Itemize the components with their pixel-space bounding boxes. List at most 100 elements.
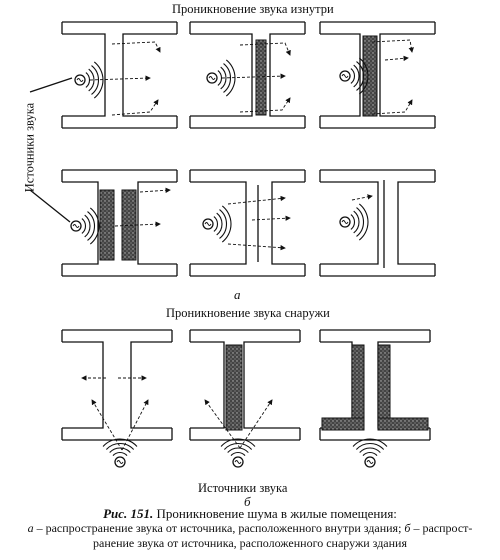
sound-waves-icon [356,207,365,237]
panel-a2 [189,21,306,129]
sound-waves-icon [220,438,256,447]
caption-a-text: – распространение звука от источника, ра… [33,521,405,535]
sound-waves-icon [358,203,369,241]
caption-title: Проникновение шума в жилые помещения: [153,506,397,521]
wall-outline-right [122,33,177,117]
caption-number: Рис. 151. [103,506,154,521]
sound-waves-icon [219,209,228,239]
wall-outline-left [62,33,106,117]
sound-path-arrow-icon [227,243,286,251]
caption-b: б [404,521,411,535]
sound-source-glyph [76,78,84,82]
insulation-layer [121,189,137,261]
sound-waves-icon [223,443,253,450]
sound-path-arrow-icon [121,399,149,451]
sound-waves-icon [87,211,96,241]
insulation-layer [377,344,391,431]
sound-path-arrow-icon [139,187,171,193]
label-sources-bottom: Источники звука [198,481,288,495]
sound-waves-icon [105,443,135,450]
sound-waves-icon [221,205,232,243]
sound-waves-icon [362,452,378,456]
leader-line [29,189,71,223]
wall-outline-left [190,33,253,117]
label-sources-left: Источники звука [22,102,37,193]
wall-outline-left [62,181,99,265]
sound-path-arrow-icon [89,75,151,81]
wall-outline-right [379,33,435,117]
insulation-layer [351,344,365,431]
sound-waves-icon [220,66,227,90]
caption-b-text: – распрост- [410,521,473,535]
wall-outline-right [130,341,172,429]
sound-waves-icon [81,218,86,234]
insulation-layer [321,417,365,431]
sound-path-arrow-icon [384,55,409,62]
wall-outline-right [269,33,305,117]
wall-outline-left [320,181,379,265]
sound-source-glyph [234,460,242,464]
sound-path-arrow-icon [251,215,291,221]
figure-caption: Рис. 151. Проникновение шума в жилые пом… [0,506,500,551]
sound-waves-icon [355,443,385,450]
sound-waves-icon [223,63,232,93]
sound-source-glyph [341,74,349,78]
sound-waves-icon [230,452,246,456]
caption-line3: ранение звука от источника, расположенно… [93,536,407,550]
sound-waves-icon [353,64,360,88]
sound-waves-icon [217,70,222,86]
wall-outline-left [190,341,225,429]
sound-path-arrow-icon [239,399,273,449]
wall-outline-right [271,181,305,265]
title-inside: Проникновение звука изнутри [172,2,334,16]
wall-outline-left [320,341,353,429]
sound-path-arrow-icon [371,39,414,53]
sound-waves-icon [84,214,91,238]
sound-source-glyph [204,222,212,226]
sound-waves-icon [353,210,360,234]
wall-outline-right [243,341,300,429]
sound-waves-icon [352,438,388,447]
panel-b2 [189,329,301,441]
sound-path-arrow-icon [239,42,291,56]
panel-a4 [61,169,178,277]
caption-a: а [27,521,34,535]
sound-waves-icon [213,216,218,232]
sound-path-arrow-icon [111,41,161,53]
sound-waves-icon [102,438,138,447]
sound-source-glyph [116,460,124,464]
panel-a1 [61,21,178,129]
wall-outline-right [397,181,435,265]
sound-waves-icon [109,447,131,453]
panel-a3 [319,21,436,129]
sound-waves-icon [350,214,355,230]
sound-path-arrow-icon [227,195,286,205]
sound-path-arrow-icon [239,97,291,113]
insulation-layer [255,39,267,116]
sound-waves-icon [112,452,128,456]
sound-path-arrow-icon [111,99,159,116]
sound-waves-icon [91,65,100,95]
insulation-layer [225,344,243,431]
wall-outline-left [190,181,247,265]
label-a: а [234,287,241,302]
sound-path-arrow-icon [221,73,286,79]
sound-waves-icon [227,447,249,453]
panel-b1 [61,329,173,441]
sound-waves-icon [216,212,223,236]
insulation-layer [99,189,115,261]
sound-source-glyph [208,76,216,80]
sound-waves-icon [350,68,355,84]
leader-line [29,77,73,93]
panel-a5 [189,169,306,277]
insulation-layer [362,35,378,117]
sound-waves-icon [89,207,100,245]
sound-source-glyph [366,460,374,464]
sound-source-glyph [341,220,349,224]
sound-path-arrow-icon [114,221,161,227]
sound-path-arrow-icon [351,194,373,201]
sound-waves-icon [85,72,90,88]
panel-a6 [319,169,436,277]
wall-outline-right [137,181,177,265]
